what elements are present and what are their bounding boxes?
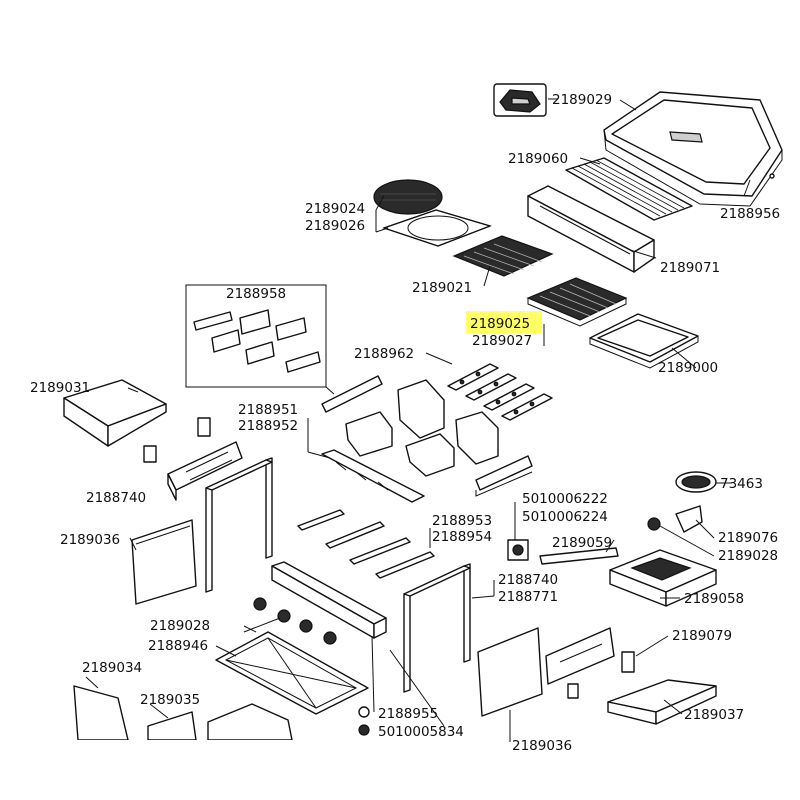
label-2188953: 2188953 xyxy=(432,513,492,529)
center-front-door-part[interactable] xyxy=(147,703,293,741)
label-2189028-right: 2189028 xyxy=(718,548,778,564)
label-2188954: 2188954 xyxy=(432,529,492,545)
gas-regulator-part[interactable] xyxy=(507,539,529,561)
cooking-grate-left-part[interactable] xyxy=(452,235,554,277)
right-bracket-part[interactable] xyxy=(621,651,635,673)
heat-shield-kit-inset[interactable] xyxy=(185,284,327,388)
right-leg-frame-part[interactable] xyxy=(403,563,471,693)
left-side-shelf-part[interactable] xyxy=(63,379,167,447)
label-2189071: 2189071 xyxy=(660,260,720,276)
label-2189025: 2189025 xyxy=(470,316,530,332)
left-leg-frame-part[interactable] xyxy=(205,457,273,593)
label-2188946: 2188946 xyxy=(148,638,208,654)
label-2189037: 2189037 xyxy=(684,707,744,723)
label-2189031: 2189031 xyxy=(30,380,90,396)
right-side-panel-part[interactable] xyxy=(545,627,615,699)
burners-part[interactable] xyxy=(297,509,435,579)
label-2189036-right: 2189036 xyxy=(512,738,572,754)
label-2189076: 2189076 xyxy=(718,530,778,546)
firebox-panels-part[interactable] xyxy=(321,375,533,497)
label-2189058: 2189058 xyxy=(684,591,744,607)
label-2188740-right: 2188740 xyxy=(498,572,558,588)
label-5010005834: 5010005834 xyxy=(378,724,464,740)
label-2189024: 2189024 xyxy=(305,201,365,217)
small-bracket-part[interactable] xyxy=(143,417,211,463)
control-knobs-part[interactable] xyxy=(253,597,337,645)
rear-panel-part[interactable] xyxy=(527,185,655,273)
leader-lines xyxy=(85,98,751,742)
right-bottom-shelf-part[interactable] xyxy=(607,679,717,725)
label-2189029: 2189029 xyxy=(552,92,612,108)
part-number-labels: 2189029 2189060 2188956 2189024 2189026 … xyxy=(30,92,780,754)
igniter-part[interactable] xyxy=(358,706,370,736)
label-2188952: 2188952 xyxy=(238,418,298,434)
wok-ring-part[interactable] xyxy=(675,471,717,493)
front-control-panel-part[interactable] xyxy=(271,561,387,639)
warming-rack-part[interactable] xyxy=(565,157,693,221)
label-2189000: 2189000 xyxy=(658,360,718,376)
label-2189026: 2189026 xyxy=(305,218,365,234)
side-burner-tube-part[interactable] xyxy=(539,547,619,565)
right-door-panel-part[interactable] xyxy=(477,627,543,717)
label-2189036-left: 2189036 xyxy=(60,532,120,548)
label-2188956: 2188956 xyxy=(720,206,780,222)
label-2189027: 2189027 xyxy=(472,333,532,349)
label-2188955: 2188955 xyxy=(378,706,438,722)
label-2189059: 2189059 xyxy=(552,535,612,551)
label-2189034: 2189034 xyxy=(82,660,142,676)
label-5010006224: 5010006224 xyxy=(522,509,608,525)
left-side-panel-part[interactable] xyxy=(167,441,243,501)
label-2188962: 2188962 xyxy=(354,346,414,362)
label-2188951: 2188951 xyxy=(238,402,298,418)
label-2189021: 2189021 xyxy=(412,280,472,296)
round-plate-frame-part[interactable] xyxy=(382,209,492,247)
round-grill-insert-part[interactable] xyxy=(373,179,443,215)
label-2189028-left: 2189028 xyxy=(150,618,210,634)
burner-tube-assembly-part[interactable] xyxy=(321,449,425,503)
label-2189079: 2189079 xyxy=(672,628,732,644)
label-5010006222: 5010006222 xyxy=(522,491,608,507)
left-front-door-part[interactable] xyxy=(73,685,129,741)
lid-part[interactable] xyxy=(603,91,783,207)
label-73463: 73463 xyxy=(720,476,763,492)
label-2189060: 2189060 xyxy=(508,151,568,167)
label-2189035: 2189035 xyxy=(140,692,200,708)
label-2188958: 2188958 xyxy=(226,286,286,302)
highlight-marker xyxy=(466,311,542,333)
lid-handle-part[interactable] xyxy=(493,83,547,117)
bottom-crop xyxy=(0,740,370,800)
label-2188771: 2188771 xyxy=(498,589,558,605)
side-burner-knob-part[interactable] xyxy=(647,505,703,533)
left-door-panel-part[interactable] xyxy=(131,519,197,605)
cooking-grate-right-part[interactable] xyxy=(526,277,628,327)
griddle-plate-part[interactable] xyxy=(589,313,699,369)
drip-tray-part[interactable] xyxy=(215,631,369,715)
right-side-shelf-part[interactable] xyxy=(609,549,717,607)
label-2188740-left: 2188740 xyxy=(86,490,146,506)
flame-tamer-bars-part[interactable] xyxy=(447,363,553,421)
